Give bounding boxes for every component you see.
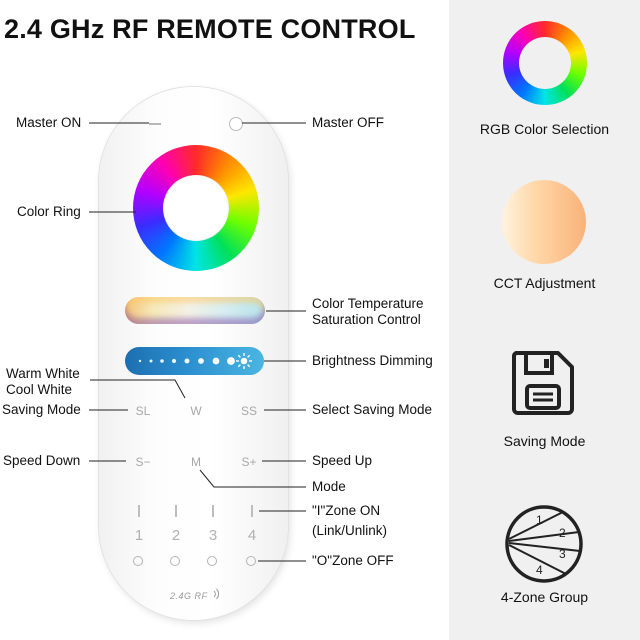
- zone-on-button[interactable]: [138, 505, 140, 517]
- page-title: 2.4 GHz RF REMOTE CONTROL: [4, 14, 416, 44]
- zone-off-button[interactable]: [246, 556, 256, 566]
- zone-group-number: 2: [559, 526, 566, 540]
- zone-group-number: 1: [536, 513, 543, 527]
- warm-white-label: Warm White: [6, 366, 80, 381]
- zone-group-number: 4: [536, 563, 543, 577]
- white-button[interactable]: W: [190, 404, 202, 418]
- sun-icon: [236, 353, 252, 369]
- cct-adjustment-label: CCT Adjustment: [493, 275, 596, 291]
- speed-up-label: Speed Up: [312, 453, 373, 468]
- speed-up-button[interactable]: S+: [241, 455, 257, 469]
- color-temperature-slider[interactable]: [125, 297, 265, 324]
- zone-off-button[interactable]: [133, 556, 143, 566]
- zone-number: 4: [247, 527, 257, 544]
- cct-circle-icon: [502, 180, 586, 264]
- saving-mode-side-label: Saving Mode: [503, 433, 586, 449]
- zone-group-number: 3: [559, 547, 566, 561]
- color-ring-label: Color Ring: [17, 204, 81, 219]
- color-ring-center: [163, 175, 229, 241]
- zone-off-button[interactable]: [170, 556, 180, 566]
- zone-number: 1: [134, 527, 144, 544]
- zone-number: 3: [208, 527, 218, 544]
- speed-down-button[interactable]: S−: [135, 455, 151, 469]
- wireless-signal-icon: [213, 588, 220, 600]
- master-off-button[interactable]: [229, 117, 243, 131]
- zone-on-button[interactable]: [212, 505, 214, 517]
- zone-number: 2: [171, 527, 181, 544]
- color-temperature-label: Color Temperature: [312, 296, 424, 311]
- cool-white-label: Cool White: [6, 382, 73, 397]
- zone-on-button[interactable]: [251, 505, 253, 517]
- mode-label: Mode: [312, 479, 346, 494]
- saving-mode-label: Saving Mode: [2, 402, 81, 417]
- link-unlink-label: (Link/Unlink): [312, 523, 388, 538]
- select-saving-mode-label: Select Saving Mode: [312, 402, 433, 417]
- zone-off-label: "O"Zone OFF: [312, 553, 394, 568]
- brightness-dimming-label: Brightness Dimming: [312, 353, 433, 368]
- zone-on-button[interactable]: [175, 505, 177, 517]
- mode-button[interactable]: M: [191, 455, 201, 469]
- four-zone-group-label: 4-Zone Group: [500, 589, 589, 605]
- brand-text: 2.4G RF: [170, 591, 208, 601]
- select-saving-mode-button[interactable]: SS: [240, 404, 257, 418]
- master-on-button[interactable]: [149, 123, 161, 125]
- four-zone-group-icon: 1 2 3 4: [505, 505, 583, 583]
- feature-sidebar: RGB Color Selection CCT Adjustment Savin…: [449, 0, 640, 640]
- zone-off-button[interactable]: [207, 556, 217, 566]
- master-on-label: Master ON: [16, 115, 82, 130]
- master-off-label: Master OFF: [312, 115, 385, 130]
- speed-down-label: Speed Down: [3, 453, 81, 468]
- floppy-disk-icon: [511, 351, 574, 415]
- rgb-color-selection-label: RGB Color Selection: [479, 121, 610, 137]
- brightness-dots: [138, 357, 235, 365]
- saturation-control-label: Saturation Control: [312, 312, 421, 327]
- rgb-color-ring-icon: [503, 21, 588, 106]
- zone-on-label: "I"Zone ON: [312, 503, 381, 518]
- saving-mode-button[interactable]: SL: [135, 404, 151, 418]
